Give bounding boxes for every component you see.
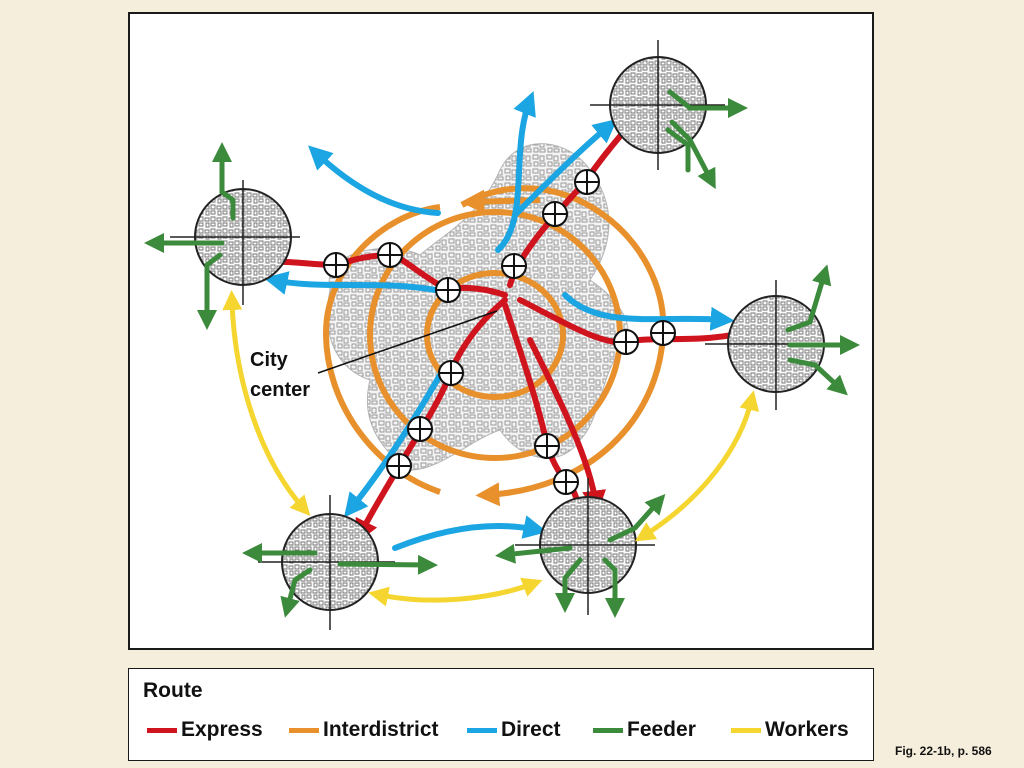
direct-route-west [263, 271, 438, 295]
legend-swatch-express [147, 727, 177, 733]
legend-item-express: Express [147, 717, 263, 743]
transfer-station [377, 242, 403, 268]
workers-routes [222, 290, 760, 607]
workers-route-west [222, 290, 311, 516]
feeder-sw-east [337, 554, 438, 575]
workers-route-east [634, 390, 760, 542]
transfer-station [438, 360, 464, 386]
legend-item-interdistrict: Interdistrict [289, 717, 439, 743]
transfer-station [407, 416, 433, 442]
express-route-southwest [355, 297, 508, 544]
feeder-ne-southeast [669, 119, 716, 190]
feeder-e-north [785, 264, 832, 333]
legend-swatch-direct [467, 727, 497, 733]
direct-routes [263, 91, 735, 551]
legend-title: Route [143, 679, 203, 702]
feeder-nw-north [212, 142, 236, 221]
legend: Route Express Interdistrict Direct Feede… [128, 668, 874, 761]
district-east [705, 280, 840, 410]
transfer-station [323, 252, 349, 278]
transfer-station [613, 329, 639, 355]
feeder-sw-south [280, 567, 313, 618]
legend-label-interdistrict: Interdistrict [323, 718, 439, 741]
legend-item-direct: Direct [467, 717, 561, 743]
transfer-station [501, 253, 527, 279]
city-center-label-line2: center [250, 379, 310, 401]
feeder-nw-south [197, 252, 223, 330]
legend-swatch-feeder [593, 727, 623, 733]
feeder-s-south [602, 557, 625, 618]
transfer-station [553, 469, 579, 495]
transfer-station [542, 201, 568, 227]
legend-swatch-interdistrict [289, 727, 319, 733]
legend-label-workers: Workers [765, 718, 849, 741]
transfer-stations [323, 169, 676, 495]
direct-route-north [495, 91, 536, 253]
legend-label-feeder: Feeder [627, 718, 696, 741]
transfer-station [435, 277, 461, 303]
feeder-s-southwest [555, 557, 583, 613]
workers-route-south [368, 577, 543, 607]
feeder-ne-south [665, 127, 691, 173]
district-south [515, 478, 655, 615]
direct-route-south [392, 515, 548, 551]
legend-label-direct: Direct [501, 718, 561, 741]
district-northwest [170, 180, 300, 305]
feeder-s-west [495, 543, 573, 564]
transfer-station [386, 453, 412, 479]
city-center-label-line1: City [250, 349, 289, 371]
direct-route-southwest [344, 372, 443, 518]
feeder-ne-east [667, 89, 748, 118]
legend-swatch-workers [731, 727, 761, 733]
feeder-e-southeast [787, 357, 848, 396]
legend-label-express: Express [181, 718, 263, 741]
direct-route-northwest [308, 145, 441, 216]
legend-item-feeder: Feeder [593, 717, 696, 743]
legend-item-workers: Workers [731, 717, 849, 743]
direct-route-northeast [512, 118, 618, 218]
transfer-station [650, 320, 676, 346]
transfer-station [534, 433, 560, 459]
express-route-south-2 [527, 337, 606, 515]
transfer-station [574, 169, 600, 195]
direct-route-east [562, 292, 735, 331]
city-center-pointer [317, 310, 498, 374]
figure-caption: Fig. 22-1b, p. 586 [895, 744, 992, 758]
